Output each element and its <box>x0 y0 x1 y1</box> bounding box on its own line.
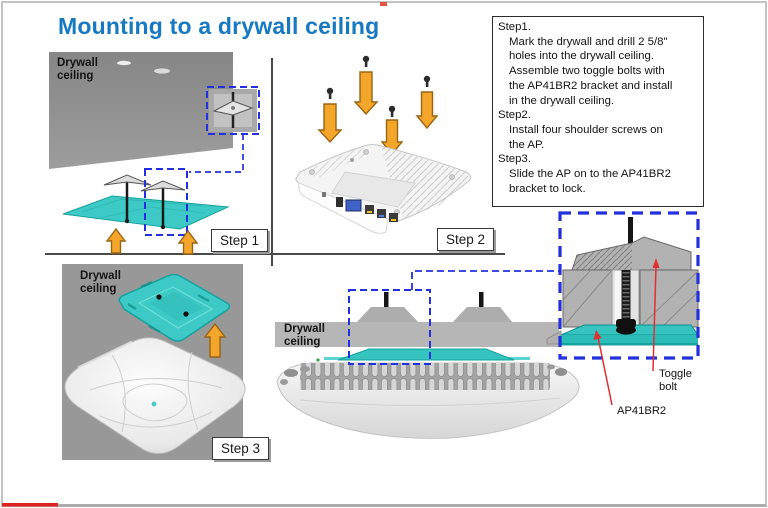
callout-connector <box>411 270 561 290</box>
instruction-line: Step2. <box>498 109 531 122</box>
ap-side-view <box>276 358 580 439</box>
bracket-top-view <box>118 273 231 342</box>
installed-sideview <box>275 270 580 439</box>
toggle-bolt-rod <box>384 292 389 314</box>
instruction-line: holes into the drywall ceiling. <box>509 50 654 63</box>
video-progress-bar <box>2 503 58 507</box>
step3-ceiling-label: Drywall ceiling <box>80 270 121 295</box>
instruction-line: Mark the drywall and drill 2 5/8" <box>509 35 668 48</box>
step2-illustration <box>295 55 471 234</box>
bolt-head <box>616 319 636 328</box>
toggle-bolt-closeup <box>206 86 260 135</box>
step1-badge: Step 1 <box>211 229 268 252</box>
ports <box>322 192 398 222</box>
sideview-ceiling-label: Drywall ceiling <box>284 323 325 348</box>
drywall-panel <box>49 52 233 169</box>
up-arrow <box>177 229 199 255</box>
instruction-line: Install four shoulder screws on <box>509 123 663 136</box>
instruction-line: Step1. <box>498 21 531 33</box>
down-arrows <box>317 71 439 156</box>
step2-badge: Step 2 <box>437 228 494 251</box>
cross-section-detail <box>546 211 700 406</box>
step1-illustration <box>49 52 260 255</box>
drill-hole-mark <box>117 60 131 66</box>
red-pointer-arrows <box>593 258 660 406</box>
instruction-line: bracket to lock. <box>509 182 586 195</box>
instructions-box: Step1. Mark the drywall and drill 2 5/8"… <box>492 16 704 207</box>
shoulder-screws <box>326 55 431 117</box>
drill-hole-mark <box>154 68 170 74</box>
detail-dashed-box <box>558 211 700 360</box>
toggle-bolt-rod <box>479 292 484 314</box>
instruction-line: in the drywall ceiling. <box>509 94 615 107</box>
instruction-line: Slide the AP on to the AP41BR2 <box>509 168 671 181</box>
ap-bottom-view <box>295 144 471 234</box>
up-arrow <box>105 227 127 254</box>
highlight-dashed-box <box>144 168 188 236</box>
panel-dividers <box>45 58 505 266</box>
step3-illustration <box>62 264 246 460</box>
bolt-shaft <box>628 217 633 262</box>
toggle-bolt-anchor <box>452 307 513 323</box>
bracket-side <box>337 348 515 361</box>
up-arrow <box>203 322 227 358</box>
instruction-line: the AP41BR2 bracket and install <box>509 79 673 92</box>
toggle-bolt-label: Toggle bolt <box>659 368 692 393</box>
step3-badge: Step 3 <box>212 437 269 460</box>
callout-connector <box>189 134 244 173</box>
drywall-band <box>275 322 559 347</box>
toggle-bolt-anchor <box>356 307 419 323</box>
instruction-line: the AP. <box>509 138 545 151</box>
step1-ceiling-label: Drywall ceiling <box>57 57 98 82</box>
instruction-line: Step3. <box>498 153 531 166</box>
red-artifact-mark <box>380 2 387 6</box>
ap41br2-label: AP41BR2 <box>617 405 667 417</box>
page-title: Mounting to a drywall ceiling <box>58 13 380 39</box>
instruction-line: Assemble two toggle bolts with <box>509 65 665 78</box>
ap-top-view <box>64 337 246 454</box>
